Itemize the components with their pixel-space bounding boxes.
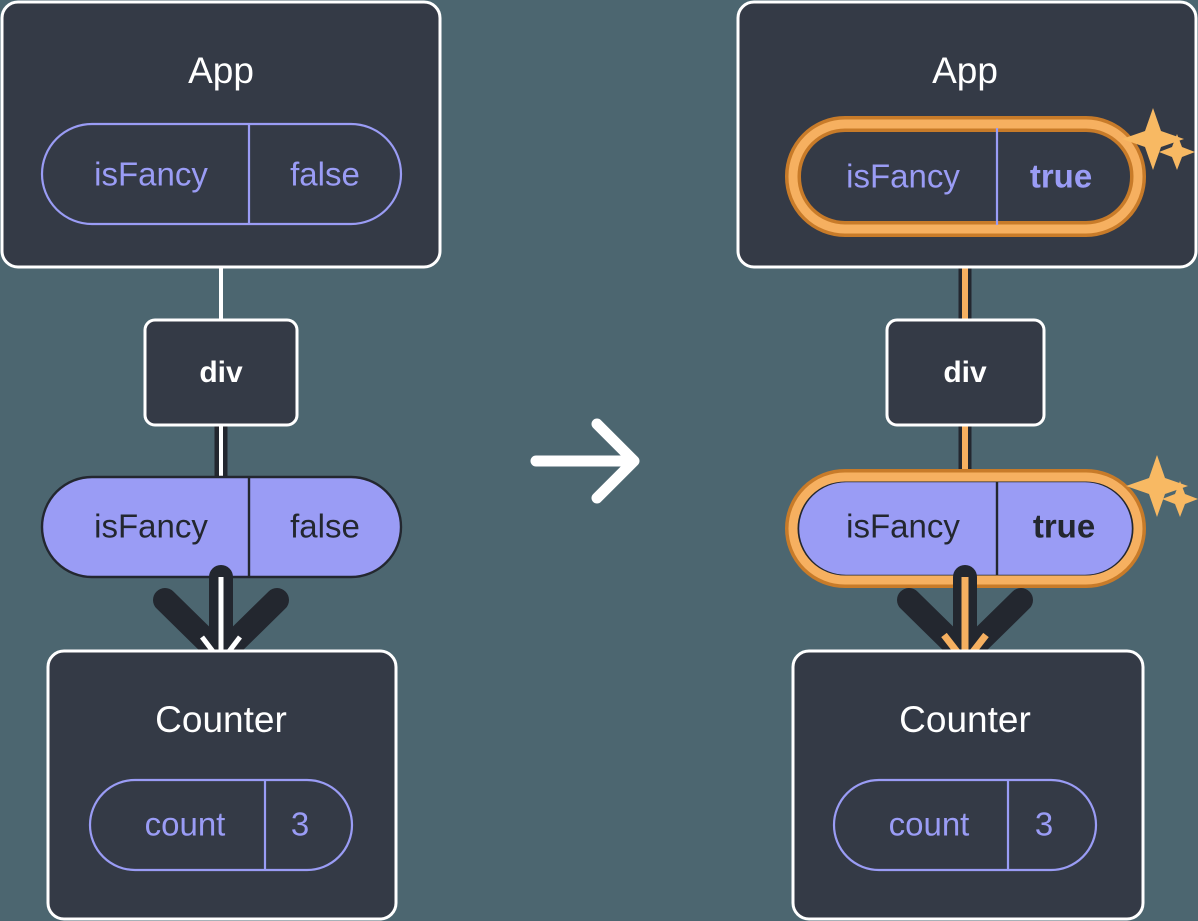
app-state-pill-ring-inner-right <box>788 119 1143 234</box>
counter-title-right: Counter <box>899 699 1031 740</box>
app-title-left: App <box>188 50 254 91</box>
div-box-left <box>143 318 299 427</box>
counter-state-pill-value-left: 3 <box>291 806 309 843</box>
counter-box-right <box>791 649 1145 921</box>
prop-pill-key-right: isFancy <box>846 508 960 545</box>
app-state-pill-value-left: false <box>290 156 360 193</box>
counter-state-pill-key-left: count <box>145 806 226 843</box>
prop-pill-value-right: true <box>1033 508 1095 545</box>
arrow-right-icon <box>530 418 640 504</box>
counter-state-pill-value-right: 3 <box>1035 806 1053 843</box>
counter-state-pill-left <box>88 778 354 872</box>
sparkle-small-icon-prop <box>1162 481 1198 517</box>
sparkle-small-icon-app <box>1159 134 1195 170</box>
app-box-left <box>0 0 442 269</box>
app-box-right <box>736 0 1198 269</box>
div-box-right <box>885 318 1046 427</box>
app-state-pill-left <box>40 122 403 226</box>
counter-title-left: Counter <box>155 699 287 740</box>
counter-box-left <box>46 649 398 921</box>
app-state-pill-key-left: isFancy <box>94 156 208 193</box>
counter-state-pill-right <box>832 778 1098 872</box>
prop-pill-value-left: false <box>290 508 360 545</box>
app-title-right: App <box>932 50 998 91</box>
counter-state-pill-key-right: count <box>889 806 970 843</box>
prop-pill-key-left: isFancy <box>94 508 208 545</box>
div-label-right: div <box>943 356 987 389</box>
app-state-pill-key-right: isFancy <box>846 158 960 195</box>
app-state-pill-value-right: true <box>1030 158 1092 195</box>
sparkle-large-icon-prop <box>1126 455 1188 517</box>
div-label-left: div <box>199 356 243 389</box>
sparkle-large-icon-app <box>1122 108 1184 170</box>
